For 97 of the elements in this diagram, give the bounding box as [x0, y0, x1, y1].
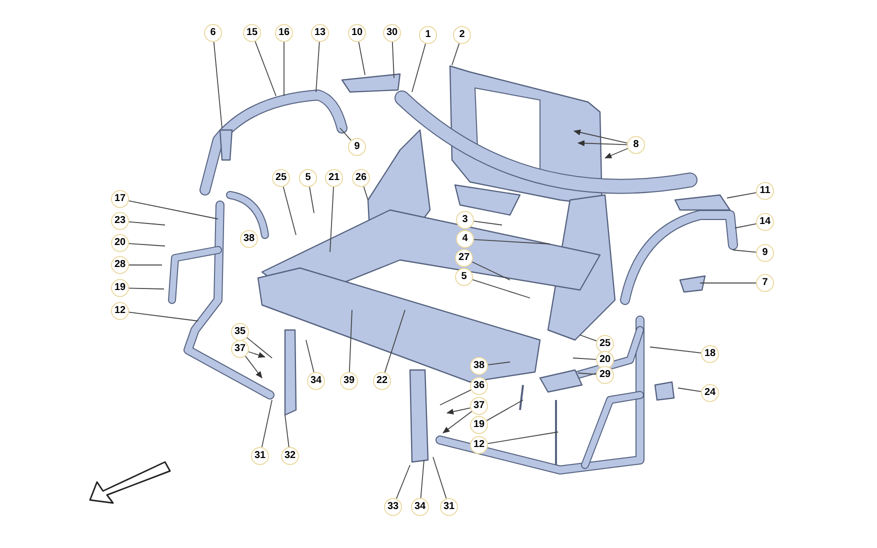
leader-line [432, 456, 447, 499]
leader-line [348, 310, 352, 372]
leader-line [363, 186, 368, 200]
callout-number: 33 [384, 498, 402, 516]
callout-number: 13 [311, 24, 329, 42]
callout-number: 20 [596, 351, 614, 369]
leader-line [245, 356, 262, 378]
leader-line [261, 400, 272, 448]
leader-line [128, 243, 166, 246]
leader-line [213, 42, 222, 128]
leader-line [248, 351, 266, 358]
callout-number: 9 [756, 244, 774, 262]
leader-line [574, 130, 628, 144]
leader-line [472, 261, 510, 280]
leader-line [474, 239, 550, 244]
callout-number: 19 [111, 279, 129, 297]
callout-number: 38 [240, 230, 258, 248]
callout-number: 11 [756, 182, 774, 200]
callout-number: 31 [251, 447, 269, 465]
leader-line [732, 250, 756, 253]
callout-number: 10 [348, 24, 366, 42]
leader-line [128, 264, 162, 266]
callout-number: 8 [627, 136, 645, 154]
leader-line [254, 40, 276, 96]
callout-number: 26 [352, 169, 370, 187]
callout-number: 6 [204, 24, 222, 42]
callout-number: 28 [111, 256, 129, 274]
callout-number: 15 [243, 24, 261, 42]
callout-number: 35 [231, 323, 249, 341]
leader-line [420, 460, 424, 498]
callout-number: 17 [111, 190, 129, 208]
callout-number: 7 [756, 274, 774, 292]
callout-number: 2 [453, 26, 471, 44]
callout-number: 25 [596, 335, 614, 353]
leader-line [578, 140, 628, 146]
leader-line [580, 334, 597, 342]
leader-line [340, 128, 352, 141]
leader-line [246, 337, 272, 358]
leader-line [452, 43, 460, 66]
leader-line [446, 407, 471, 415]
callout-number: 5 [299, 169, 317, 187]
callout-number: 37 [231, 340, 249, 358]
callout-number: 12 [111, 302, 129, 320]
leader-line [487, 362, 510, 366]
callout-number: 34 [411, 498, 429, 516]
leader-line [392, 42, 394, 78]
leader-line [442, 410, 472, 434]
leader-line [128, 221, 166, 226]
leader-line [572, 358, 596, 360]
leader-line [726, 192, 757, 198]
callout-number: 20 [111, 234, 129, 252]
leader-line [578, 372, 596, 375]
callout-number: 39 [340, 372, 358, 390]
leader-line [440, 390, 472, 406]
callout-number: 14 [756, 213, 774, 231]
leader-line [678, 388, 702, 392]
leader-line [604, 148, 628, 158]
callout-number: 9 [348, 138, 366, 156]
leader-line [128, 200, 218, 220]
leader-line [128, 288, 164, 290]
leader-line [734, 223, 757, 228]
callout-number: 29 [596, 366, 614, 384]
leader-line [128, 312, 198, 322]
leader-line [472, 279, 530, 298]
callout-number: 37 [470, 397, 488, 415]
callout-number: 31 [440, 498, 458, 516]
leader-line [306, 340, 314, 373]
callout-number: 12 [470, 436, 488, 454]
leader-line [282, 186, 296, 236]
callout-number: 3 [456, 211, 474, 229]
callout-number: 16 [275, 24, 293, 42]
callout-number: 34 [307, 372, 325, 390]
leader-line [309, 186, 314, 214]
callout-number: 5 [455, 268, 473, 286]
leader-line [330, 186, 334, 252]
leader-line [700, 282, 756, 284]
callout-number: 23 [111, 212, 129, 230]
leader-line [486, 400, 524, 421]
leader-line [358, 41, 366, 76]
callout-number: 25 [272, 169, 290, 187]
callout-number: 1 [419, 26, 437, 44]
callout-number: 36 [470, 377, 488, 395]
leader-line [284, 414, 290, 448]
callout-number: 22 [373, 372, 391, 390]
callout-number: 32 [281, 447, 299, 465]
leader-line [316, 42, 320, 92]
leader-line [473, 220, 502, 226]
leader-line [650, 346, 702, 354]
leader-line [412, 43, 426, 92]
callout-number: 18 [701, 345, 719, 363]
leader-line [396, 464, 410, 500]
callout-number: 19 [470, 416, 488, 434]
leader-line [487, 432, 558, 444]
callout-number: 21 [325, 169, 343, 187]
callout-number: 30 [383, 24, 401, 42]
leader-line [384, 310, 406, 373]
callout-number: 24 [701, 384, 719, 402]
